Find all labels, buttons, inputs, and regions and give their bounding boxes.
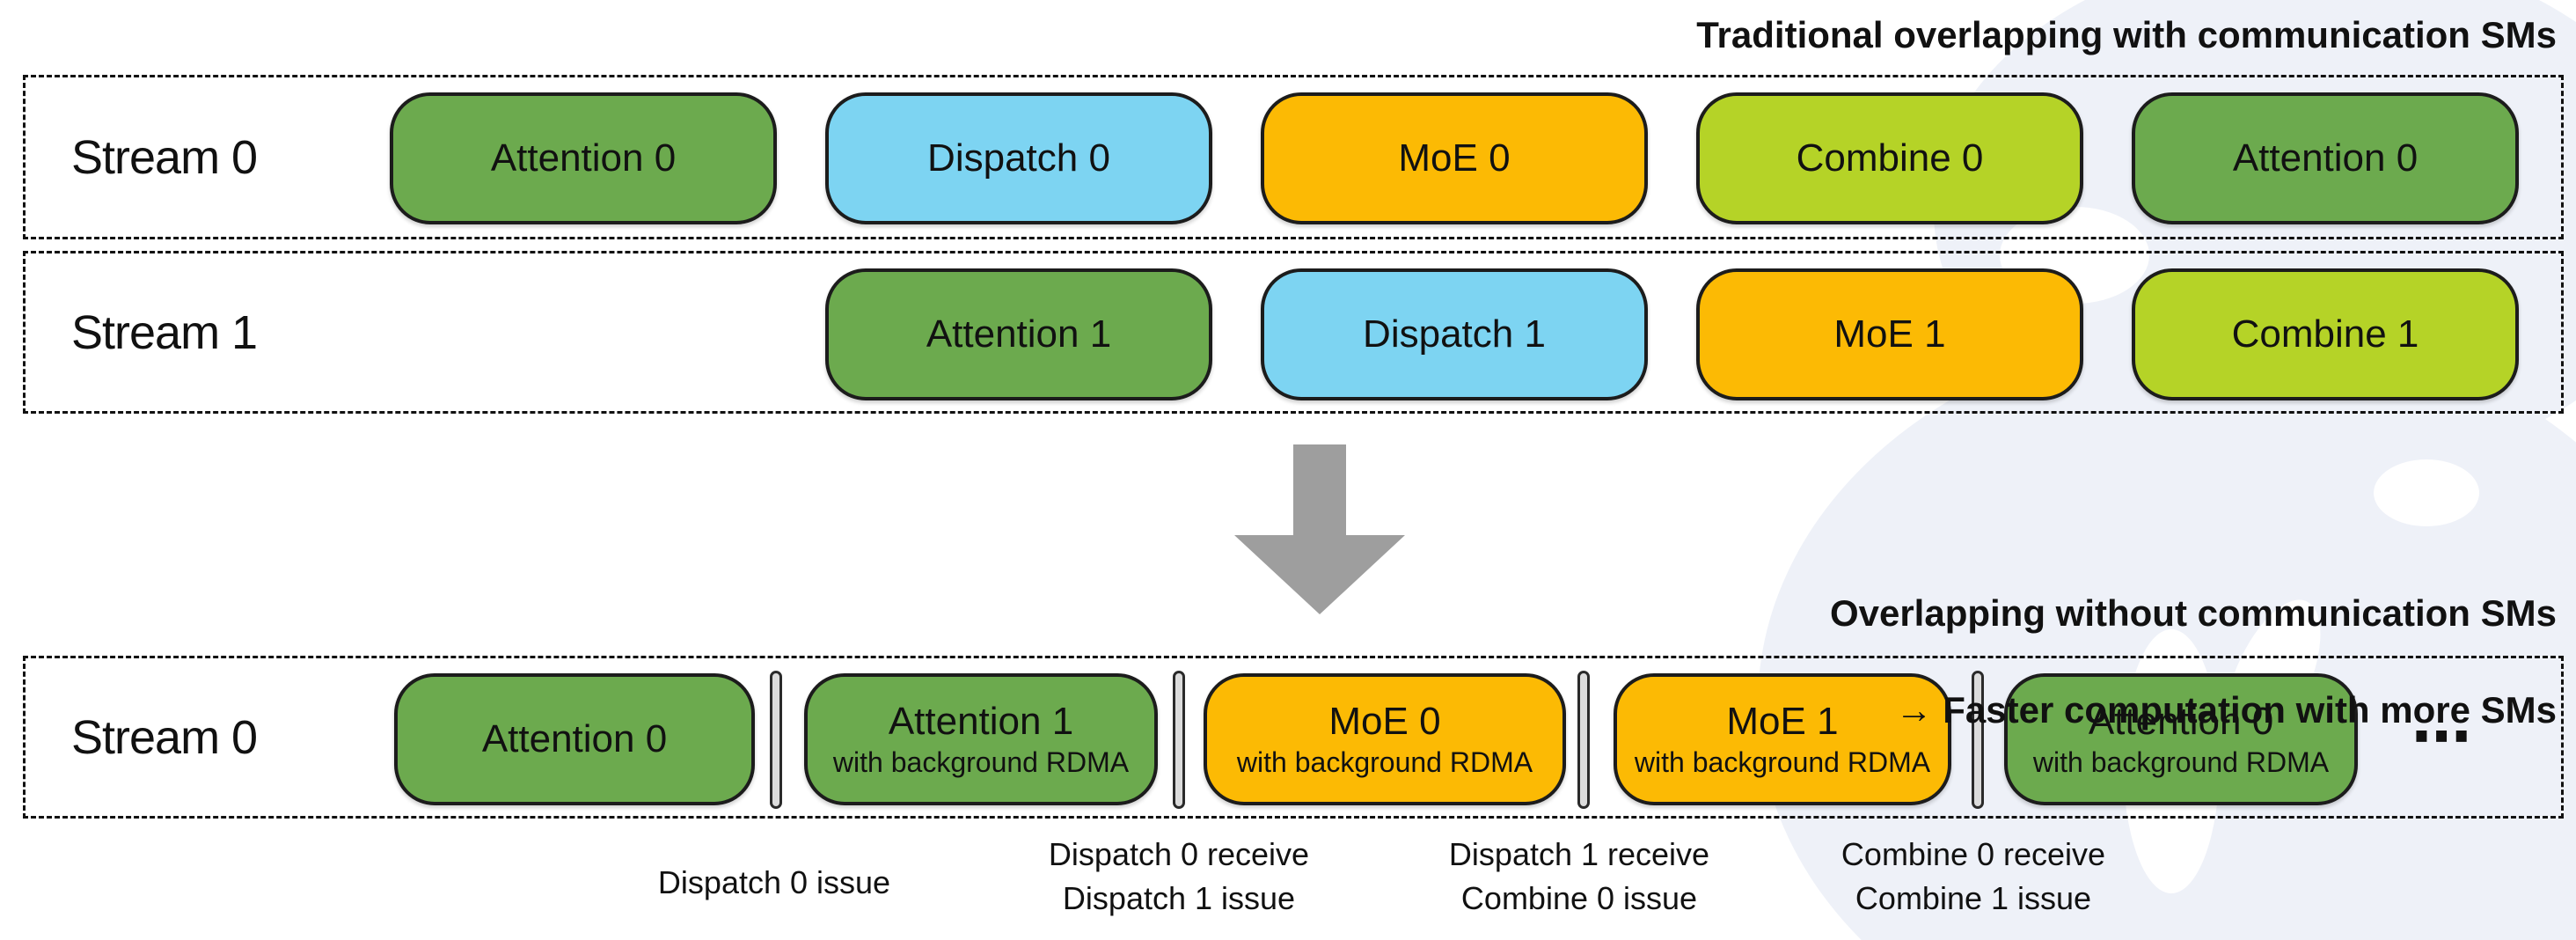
- block-sublabel: with background RDMA: [832, 746, 1130, 778]
- block-dispatch-0: Dispatch 0: [825, 92, 1212, 224]
- title-traditional: Traditional overlapping with communicati…: [1696, 14, 2557, 55]
- block-label: Dispatch 0: [927, 136, 1110, 180]
- annotation-dispatch-0-issue: Dispatch 0 issue: [528, 861, 1021, 905]
- overlap-stream0-row: Stream 0 Attention 0 Attention 1 with ba…: [23, 656, 2564, 819]
- stream-separator-bar: [770, 671, 782, 809]
- title-overlap-line1: Overlapping without communication SMs: [1829, 592, 2557, 634]
- title-overlap: Overlapping without communication SMs → …: [1830, 540, 2557, 782]
- block-sublabel: with background RDMA: [2032, 746, 2330, 778]
- block-label: Attention 0: [490, 136, 677, 180]
- stream-label: Stream 0: [71, 710, 258, 764]
- stream-separator-bar: [1577, 671, 1590, 809]
- traditional-stream0-row: Stream 0 Attention 0 Dispatch 0 MoE 0 Co…: [23, 75, 2564, 239]
- annotation-line: Dispatch 0 receive: [1048, 836, 1310, 872]
- annotation-dispatch-1-receive: Dispatch 1 receive Combine 0 issue: [1333, 833, 1826, 921]
- annotation-line: Dispatch 1 receive: [1448, 836, 1710, 872]
- continuation-ellipsis: ⋯: [2411, 703, 2478, 770]
- block-label: Combine 1: [2231, 312, 2419, 356]
- stream-separator-bar: [1972, 671, 1984, 809]
- stream-label: Stream 1: [71, 305, 258, 359]
- block-moe-1: MoE 1: [1696, 268, 2083, 400]
- annotation-line: Combine 1 issue: [1855, 880, 2092, 916]
- block-label: Attention 0: [481, 717, 668, 760]
- annotation-line: Dispatch 1 issue: [1062, 880, 1296, 916]
- block-moe-0: MoE 0: [1261, 92, 1648, 224]
- block-label: MoE 0: [1398, 136, 1511, 180]
- annotation-line: Combine 0 issue: [1460, 880, 1698, 916]
- block-label: Attention 0: [2232, 136, 2419, 180]
- block-combine-0: Combine 0: [1696, 92, 2083, 224]
- block-label: Attention 1: [926, 312, 1112, 356]
- block-attention-1: Attention 1: [825, 268, 1212, 400]
- stream-label: Stream 0: [71, 130, 258, 184]
- block-dispatch-1: Dispatch 1: [1261, 268, 1648, 400]
- annotation-dispatch-0-receive: Dispatch 0 receive Dispatch 1 issue: [933, 833, 1425, 921]
- block-attention-0-next: Attention 0: [2132, 92, 2519, 224]
- block-combine-1: Combine 1: [2132, 268, 2519, 400]
- block-moe-0-rdma: MoE 0 with background RDMA: [1204, 673, 1566, 805]
- block-label: MoE 0: [1328, 700, 1441, 743]
- title-overlap-line2: → Faster computation with more SMs: [1895, 689, 2557, 731]
- traditional-stream1-row: Stream 1 Attention 1 Dispatch 1 MoE 1 Co…: [23, 251, 2564, 414]
- block-label: MoE 1: [1833, 312, 1946, 356]
- block-label: Attention 1: [888, 700, 1074, 743]
- block-moe-1-rdma: MoE 1 with background RDMA: [1614, 673, 1951, 805]
- block-label: Dispatch 1: [1363, 312, 1546, 356]
- block-attention-0: Attention 0: [390, 92, 777, 224]
- annotation-combine-0-receive: Combine 0 receive Combine 1 issue: [1727, 833, 2220, 921]
- stream-separator-bar: [1173, 671, 1185, 809]
- down-arrow-icon: [1234, 444, 1405, 614]
- block-attention-1-rdma: Attention 1 with background RDMA: [804, 673, 1158, 805]
- block-sublabel: with background RDMA: [1634, 746, 1931, 778]
- block-attention-0-rdma: Attention 0 with background RDMA: [2004, 673, 2358, 805]
- block-sublabel: with background RDMA: [1236, 746, 1533, 778]
- block-label: Attention 0: [2088, 700, 2274, 743]
- annotation-line: Dispatch 0 issue: [657, 864, 891, 900]
- block-attention-0: Attention 0: [394, 673, 755, 805]
- block-label: MoE 1: [1726, 700, 1839, 743]
- annotation-line: Combine 0 receive: [1841, 836, 2106, 872]
- block-label: Combine 0: [1796, 136, 1984, 180]
